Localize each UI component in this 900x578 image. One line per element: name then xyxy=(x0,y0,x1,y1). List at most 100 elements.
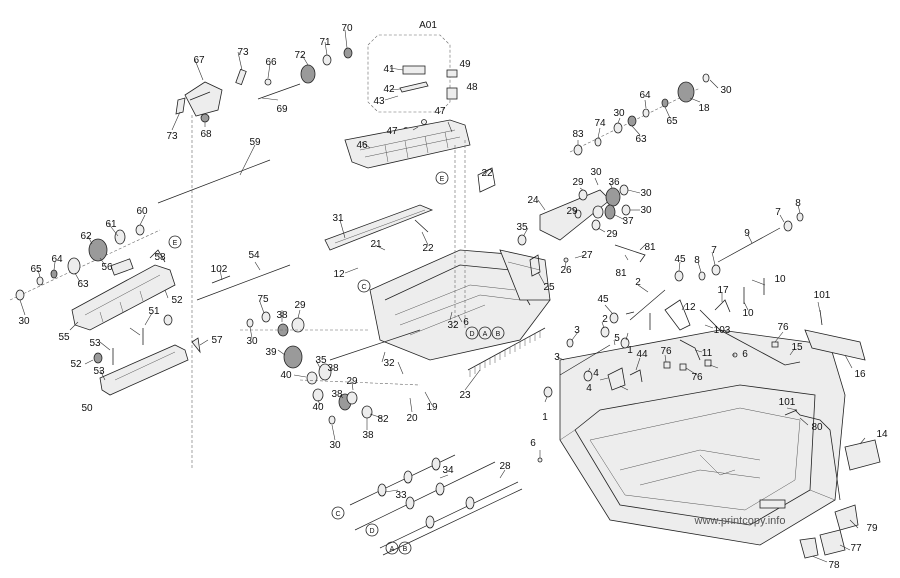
part-label: 50 xyxy=(81,403,93,414)
part-label: 45 xyxy=(597,294,609,305)
part-label: 29 xyxy=(566,206,578,217)
part-label: 26 xyxy=(560,265,572,276)
leader-lines xyxy=(19,29,866,563)
part-label: 41 xyxy=(383,64,395,75)
left-roller-chain xyxy=(9,224,161,301)
circled-callouts: C E C D A B D A B E xyxy=(168,171,505,555)
part-label: 23 xyxy=(459,390,471,401)
part-label: 7 xyxy=(775,207,781,218)
part-label: 30 xyxy=(18,316,30,327)
part-label: 2 xyxy=(602,314,608,325)
circled-letter: D xyxy=(469,331,474,338)
base-frame xyxy=(559,329,846,546)
left-guide-plates xyxy=(71,249,201,396)
part-label: 35 xyxy=(315,355,327,366)
part-label: 64 xyxy=(639,90,651,101)
part-label: 5 xyxy=(614,333,620,344)
part-label: 53 xyxy=(93,366,105,377)
part-label: 52 xyxy=(171,295,183,306)
upper-left-bracket-assembly xyxy=(175,47,353,470)
part-label: 30 xyxy=(640,205,652,216)
part-label: 76 xyxy=(691,372,703,383)
part-label: 47 xyxy=(434,106,446,117)
part-label: 77 xyxy=(850,543,862,554)
part-label: 15 xyxy=(791,342,803,353)
part-label: 32 xyxy=(447,320,459,331)
part-label: 38 xyxy=(362,430,374,441)
part-label: 101 xyxy=(814,290,831,301)
part-label: 69 xyxy=(276,104,288,115)
part-label: 83 xyxy=(572,129,584,140)
part-label: 10 xyxy=(774,274,786,285)
part-label: 31 xyxy=(332,213,344,224)
circled-letter: A xyxy=(390,546,395,553)
part-label: 8 xyxy=(694,255,700,266)
part-label: 59 xyxy=(249,137,261,148)
part-label: 75 xyxy=(257,294,269,305)
part-label: 54 xyxy=(248,250,260,261)
part-label: 44 xyxy=(636,349,648,360)
part-label: 6 xyxy=(742,349,748,360)
part-label: 43 xyxy=(373,96,385,107)
part-label: 46 xyxy=(356,140,368,151)
part-label: 81 xyxy=(644,242,656,253)
part-label: 76 xyxy=(777,322,789,333)
part-label: 29 xyxy=(606,229,618,240)
part-label: 73 xyxy=(237,47,249,58)
far-right-parts xyxy=(784,409,881,559)
part-label: 81 xyxy=(615,268,627,279)
part-label: 7 xyxy=(711,245,717,256)
right-gear-cluster xyxy=(517,184,646,277)
part-label: 103 xyxy=(714,325,731,336)
watermark: www.printcopy.info xyxy=(694,515,786,527)
part-label: 30 xyxy=(640,188,652,199)
part-labels: 70 71 72 73 66 67 69 73 68 41 42 43 49 4… xyxy=(18,23,888,571)
right-shafts xyxy=(609,212,866,501)
part-31-guide xyxy=(324,167,496,251)
circled-letter: A xyxy=(483,331,488,338)
part-label: 30 xyxy=(246,336,258,347)
part-label: 38 xyxy=(331,389,343,400)
part-label: 37 xyxy=(622,216,634,227)
part-label: 64 xyxy=(51,254,63,265)
circled-letter: E xyxy=(440,176,445,183)
part-label: 47 xyxy=(386,126,398,137)
part-label: 3 xyxy=(554,352,560,363)
part-label: 49 xyxy=(459,59,471,70)
bottom-shafts xyxy=(349,454,523,556)
part-label: 30 xyxy=(590,167,602,178)
part-label: 55 xyxy=(58,332,70,343)
part-label: 79 xyxy=(866,523,878,534)
part-label: 65 xyxy=(30,264,42,275)
part-label: 68 xyxy=(200,129,212,140)
part-label: 22 xyxy=(481,168,493,179)
part-label: 80 xyxy=(811,422,823,433)
part-label: 63 xyxy=(635,134,647,145)
part-label: 51 xyxy=(148,306,160,317)
circled-letter: C xyxy=(335,511,340,518)
part-label: 40 xyxy=(280,370,292,381)
circled-letter: C xyxy=(361,284,366,291)
part-label: 4 xyxy=(593,368,599,379)
circled-letter: E xyxy=(173,240,178,247)
part-label: 12 xyxy=(684,302,696,313)
part-label: 82 xyxy=(377,414,389,425)
part-label: 35 xyxy=(516,222,528,233)
part-label: 101 xyxy=(779,397,796,408)
part-label: 9 xyxy=(744,228,750,239)
part-label: 62 xyxy=(80,231,92,242)
part-label: 33 xyxy=(395,490,407,501)
circled-letter: B xyxy=(496,331,501,338)
part-label: 8 xyxy=(795,198,801,209)
part-label: 60 xyxy=(136,206,148,217)
part-label: 25 xyxy=(543,282,555,293)
part-label: 58 xyxy=(154,252,166,263)
part-label: 38 xyxy=(327,363,339,374)
part-label: 45 xyxy=(674,254,686,265)
part-label: 2 xyxy=(635,277,641,288)
tray-parts xyxy=(537,326,738,463)
part-label: 78 xyxy=(828,560,840,571)
part-label: 12 xyxy=(333,269,345,280)
part-label: 73 xyxy=(166,131,178,142)
part-label: 40 xyxy=(312,402,324,413)
